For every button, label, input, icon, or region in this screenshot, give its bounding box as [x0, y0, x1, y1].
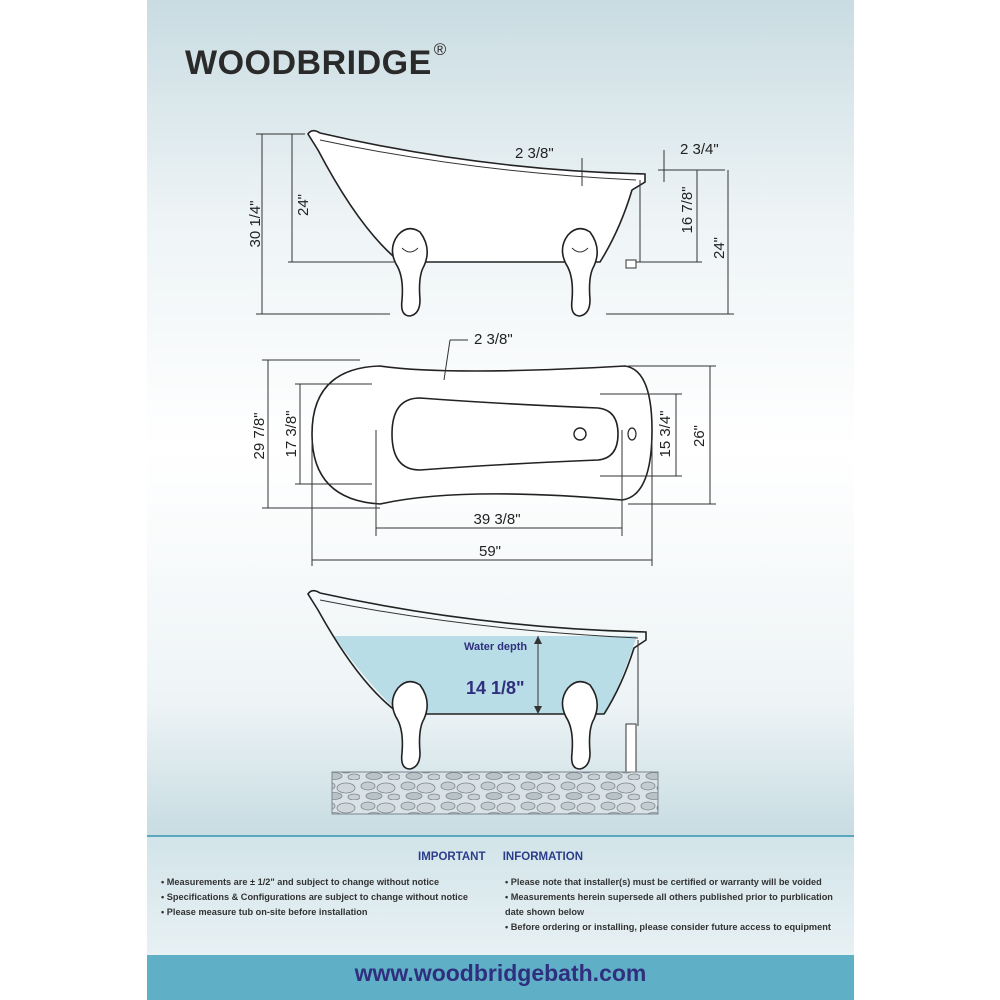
side-view: 30 1/4" 24" 2 3/8" 2 3/4" 16 7/8" 24": [247, 129, 734, 317]
dim-rim-slope: 2 3/8": [515, 145, 554, 162]
list-item: Specifications & Configurations are subj…: [161, 890, 491, 905]
drain-icon: [573, 427, 587, 441]
top-view: 2 3/8" 29 7/8" 17 3/8" 15 3/4" 26" 39 3/…: [251, 331, 716, 566]
dim-drain-height: 16 7/8": [679, 186, 696, 233]
list-item: Before ordering or installing, please co…: [505, 920, 850, 935]
dim-outer-width: 29 7/8": [251, 412, 268, 459]
website-link[interactable]: www.woodbridgebath.com: [354, 960, 647, 986]
dim-right-height: 24": [711, 237, 728, 259]
water-depth-value: 14 1/8": [466, 678, 525, 698]
info-heading: IMPORTANT INFORMATION: [147, 851, 854, 863]
dim-outer-length: 59": [479, 543, 501, 560]
overflow-icon: [627, 427, 637, 441]
claw-foot-left: [391, 227, 428, 317]
dim-left-rim-height: 24": [295, 194, 312, 216]
claw-foot-right-2: [561, 680, 598, 770]
drain-pipe: [625, 180, 641, 269]
water-depth-label: Water depth: [464, 641, 527, 653]
claw-foot-left-2: [391, 680, 428, 770]
dim-total-height: 30 1/4": [247, 200, 264, 247]
notes-right-list: Please note that installer(s) must be ce…: [505, 875, 850, 935]
tub-water-outline: [307, 589, 647, 715]
list-item: Please measure tub on-site before instal…: [161, 905, 491, 920]
dim-inner-width-left: 17 3/8": [283, 410, 300, 457]
dim-foot-width: 26": [691, 425, 708, 447]
list-item: Measurements are ± 1/2" and subject to c…: [161, 875, 491, 890]
dim-rim-width-note: 2 3/8": [474, 331, 513, 348]
list-item: Please note that installer(s) must be ce…: [505, 875, 850, 890]
info-heading-information: INFORMATION: [502, 851, 583, 863]
list-item: Measurements herein supersede all others…: [505, 890, 850, 920]
tub-top-basin: [391, 397, 619, 471]
tub-side-body: [307, 129, 646, 263]
dim-right-rim-drop: 2 3/4": [680, 141, 719, 158]
water-depth-view: Water depth 14 1/8": [307, 589, 659, 815]
notes-left-list: Measurements are ± 1/2" and subject to c…: [161, 875, 491, 920]
dim-inner-length: 39 3/8": [473, 511, 520, 528]
info-panel: IMPORTANT INFORMATION Measurements are ±…: [147, 835, 854, 957]
footer-band: www.woodbridgebath.com: [147, 955, 854, 1000]
brand-logo: WOODBRIDGE®: [185, 40, 447, 83]
claw-foot-right: [561, 227, 598, 317]
registered-mark: ®: [433, 40, 447, 59]
dim-inner-width-right: 15 3/4": [657, 410, 674, 457]
brand-name: WOODBRIDGE: [185, 44, 432, 82]
stone-floor: [331, 771, 659, 815]
info-heading-important: IMPORTANT: [418, 851, 486, 863]
